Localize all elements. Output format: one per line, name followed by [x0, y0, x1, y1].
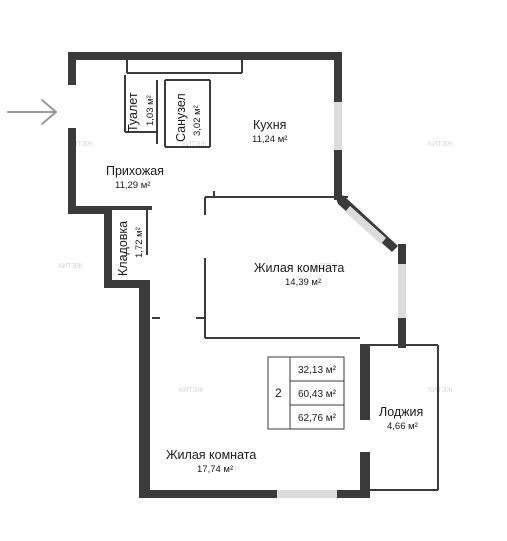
watermark-text: КИТЭЖ — [68, 141, 93, 148]
watermark-text: КИТЭЖ — [313, 263, 338, 270]
room-area: 1,03 м² — [145, 95, 156, 126]
window-living — [398, 264, 406, 318]
room-area: 11,24 м² — [252, 134, 287, 145]
total-area-with-loggia: 62,76 м² — [298, 413, 337, 424]
watermark-text: КИТЭЖ — [428, 141, 453, 148]
room-living-2: Жилая комната 17,74 м² — [166, 448, 256, 475]
watermark-text: КИТЭЖ — [58, 263, 83, 270]
room-kitchen: Кухня 11,24 м² — [252, 118, 287, 145]
entrance-arrow-icon — [7, 99, 57, 125]
room-name: Лоджия — [379, 405, 423, 419]
room-area: 3,02 м² — [192, 105, 203, 136]
room-hallway: Прихожая 11,29 м² — [106, 164, 164, 191]
room-name: Жилая комната — [254, 261, 344, 275]
room-bathroom: Санузел 3,02 м² — [174, 93, 203, 142]
room-area: 4,66 м² — [387, 421, 418, 432]
room-name: Санузел — [174, 93, 188, 142]
watermarks: КИТЭЖ КИТЭЖ КИТЭЖ КИТЭЖ КИТЭЖ КИТЭЖ КИТЭ… — [58, 141, 453, 394]
watermark-text: КИТЭЖ — [179, 387, 204, 394]
room-name: Кладовка — [116, 221, 130, 276]
window-bay — [345, 206, 386, 244]
watermark-text: КИТЭЖ — [182, 141, 207, 148]
watermark-text: КИТЭЖ — [428, 387, 453, 394]
living-area: 32,13 м² — [298, 365, 337, 376]
room-area: 1,72 м² — [134, 227, 145, 258]
window-bottom — [277, 490, 337, 498]
area-summary-table: 2 32,13 м² 60,43 м² 62,76 м² — [267, 356, 345, 430]
window-kitchen — [334, 102, 342, 150]
room-loggia: Лоджия 4,66 м² — [379, 405, 423, 432]
room-storage: Кладовка 1,72 м² — [116, 221, 145, 276]
room-name: Кухня — [253, 118, 286, 132]
room-area: 17,74 м² — [197, 464, 233, 475]
room-name: Прихожая — [106, 164, 164, 178]
total-area: 60,43 м² — [298, 389, 337, 400]
rooms-count: 2 — [275, 386, 282, 400]
room-living-1: Жилая комната 14,39 м² — [254, 261, 344, 288]
room-name: Туалет — [126, 92, 140, 132]
room-name: Жилая комната — [166, 448, 256, 462]
room-area: 11,29 м² — [115, 180, 150, 191]
room-toilet: Туалет 1,03 м² — [126, 92, 156, 132]
room-area: 14,39 м² — [285, 277, 321, 288]
windows — [277, 102, 406, 498]
